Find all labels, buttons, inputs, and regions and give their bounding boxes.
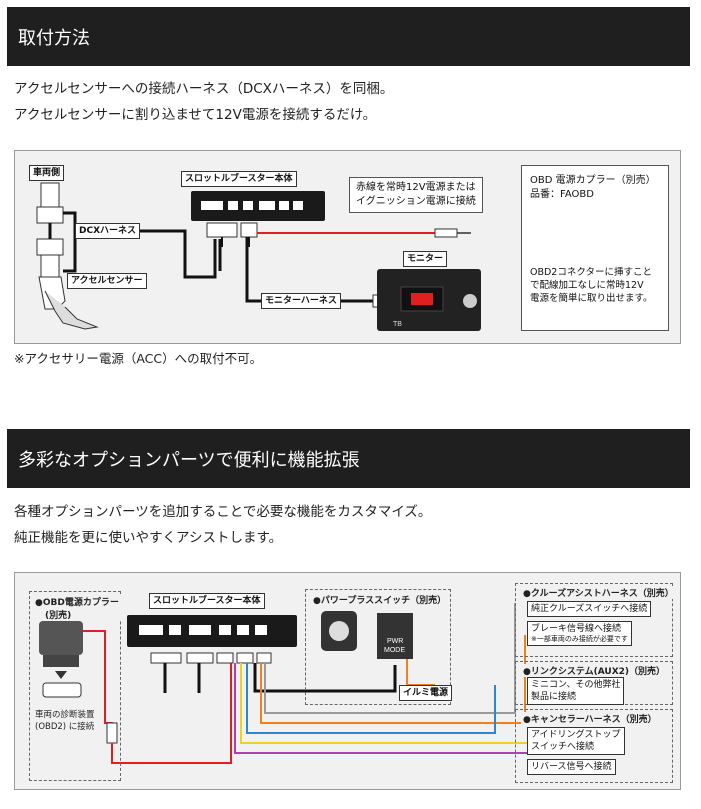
- brake-signal-target: ブレーキ信号線へ接続 ※一部車両のみ接続が必要です: [527, 621, 632, 646]
- dcx-harness-label: DCXハーネス: [75, 223, 141, 239]
- section-title-bar: 多彩なオプションパーツで便利に機能拡張: [7, 429, 690, 488]
- obd-part-number: 品番：FAOBD: [530, 189, 594, 200]
- section-description: アクセルセンサーへの接続ハーネス（DCXハーネス）を同梱。 アクセルセンサーに割…: [14, 76, 393, 128]
- obd-coupler-box: OBD 電源カプラー（別売） 品番：FAOBD OBD2コネクターに挿すこと で…: [521, 165, 669, 331]
- power-switch-title: ●パワープラススイッチ（別売）: [311, 593, 449, 606]
- description-line: 各種オプションパーツを追加することで必要な機能をカスタマイズ。: [14, 504, 432, 520]
- title-line: (別売): [45, 611, 72, 621]
- canceller-title: ●キャンセラーハーネス（別売）: [521, 712, 659, 725]
- cruise-group: [515, 583, 673, 657]
- red-wire-note: 赤線を常時12V電源または イグニッション電源に接続: [349, 177, 483, 213]
- section-title-bar: 取付方法: [7, 7, 690, 66]
- dest-line: (OBD2) に接続: [35, 722, 95, 732]
- title-line: ●OBD電源カプラー: [35, 598, 119, 608]
- obd-coupler-title: ●OBD電源カプラー (別売): [33, 595, 121, 621]
- note-line: 赤線を常時12V電源または: [356, 182, 476, 193]
- brake-note: ※一部車両のみ接続が必要です: [531, 635, 628, 643]
- obd-note: 電源を簡単に取り出せます。: [530, 293, 653, 304]
- monitor-harness-label: モニターハーネス: [261, 293, 341, 309]
- section-title: 多彩なオプションパーツで便利に機能拡張: [18, 449, 360, 471]
- monitor-label: モニター: [403, 251, 448, 267]
- options-diagram: PWR MODE ●OBD電源カプラー (別売) 車両の診断装置 (OBD2) …: [14, 572, 681, 790]
- link-title: ●リンクシステム(AUX2)（別売）: [521, 664, 668, 677]
- description-line: アクセルセンサーに割り込ませて12V電源を接続するだけ。: [14, 107, 377, 123]
- installation-diagram: TB 車両側 スロットルブースター本体 DCXハーネス アクセルセンサー 赤線を…: [14, 150, 681, 344]
- acc-note: ※アクセサリー電源（ACC）への取付不可。: [14, 351, 263, 366]
- accel-sensor-label: アクセルセンサー: [67, 273, 147, 289]
- cruise-switch-target: 純正クルーズスイッチへ接続: [527, 601, 652, 617]
- note-line: イグニッション電源に接続: [356, 196, 476, 207]
- monitor-logo: TB: [393, 321, 402, 328]
- main-unit-label: スロットルブースター本体: [181, 171, 297, 187]
- link-line: ミニコン、その他弊社: [531, 680, 621, 690]
- idle-line: アイドリングストップ: [531, 730, 621, 740]
- mode-label: MODE: [384, 647, 405, 654]
- idle-line: スイッチへ接続: [531, 742, 595, 752]
- power-switch-group: [305, 589, 451, 705]
- dest-line: 車両の診断装置: [35, 710, 95, 720]
- main-unit-label: スロットルブースター本体: [149, 593, 265, 609]
- description-line: 純正機能を更に使いやすくアシストします。: [14, 530, 283, 546]
- installation-wiring: TB: [36, 182, 650, 331]
- cruise-title: ●クルーズアシストハーネス（別売）: [521, 586, 676, 599]
- link-line: 製品に接続: [531, 692, 577, 702]
- description-line: アクセルセンサーへの接続ハーネス（DCXハーネス）を同梱。: [14, 81, 394, 97]
- pwr-label: PWR: [387, 638, 403, 645]
- section-description: 各種オプションパーツを追加することで必要な機能をカスタマイズ。 純正機能を更に使…: [14, 499, 431, 551]
- obd-destination: 車両の診断装置 (OBD2) に接続: [35, 709, 95, 733]
- vehicle-side-label: 車両側: [29, 165, 65, 181]
- illumi-label: イルミ電源: [399, 685, 453, 701]
- obd-note: OBD2コネクターに挿すこと: [530, 267, 652, 278]
- idle-stop-target: アイドリングストップ スイッチへ接続: [527, 727, 625, 755]
- canceller-group: [515, 709, 673, 783]
- obd-group: [29, 591, 121, 781]
- reverse-target: リバース信号へ接続: [527, 759, 616, 775]
- options-wiring: PWR MODE: [39, 603, 531, 764]
- section-title: 取付方法: [18, 27, 90, 49]
- link-target: ミニコン、その他弊社 製品に接続: [527, 677, 625, 705]
- obd-note: で配線加工なしに常時12V: [530, 280, 644, 291]
- brake-line: ブレーキ信号線へ接続: [531, 624, 622, 634]
- obd-title: OBD 電源カプラー（別売）: [530, 175, 656, 186]
